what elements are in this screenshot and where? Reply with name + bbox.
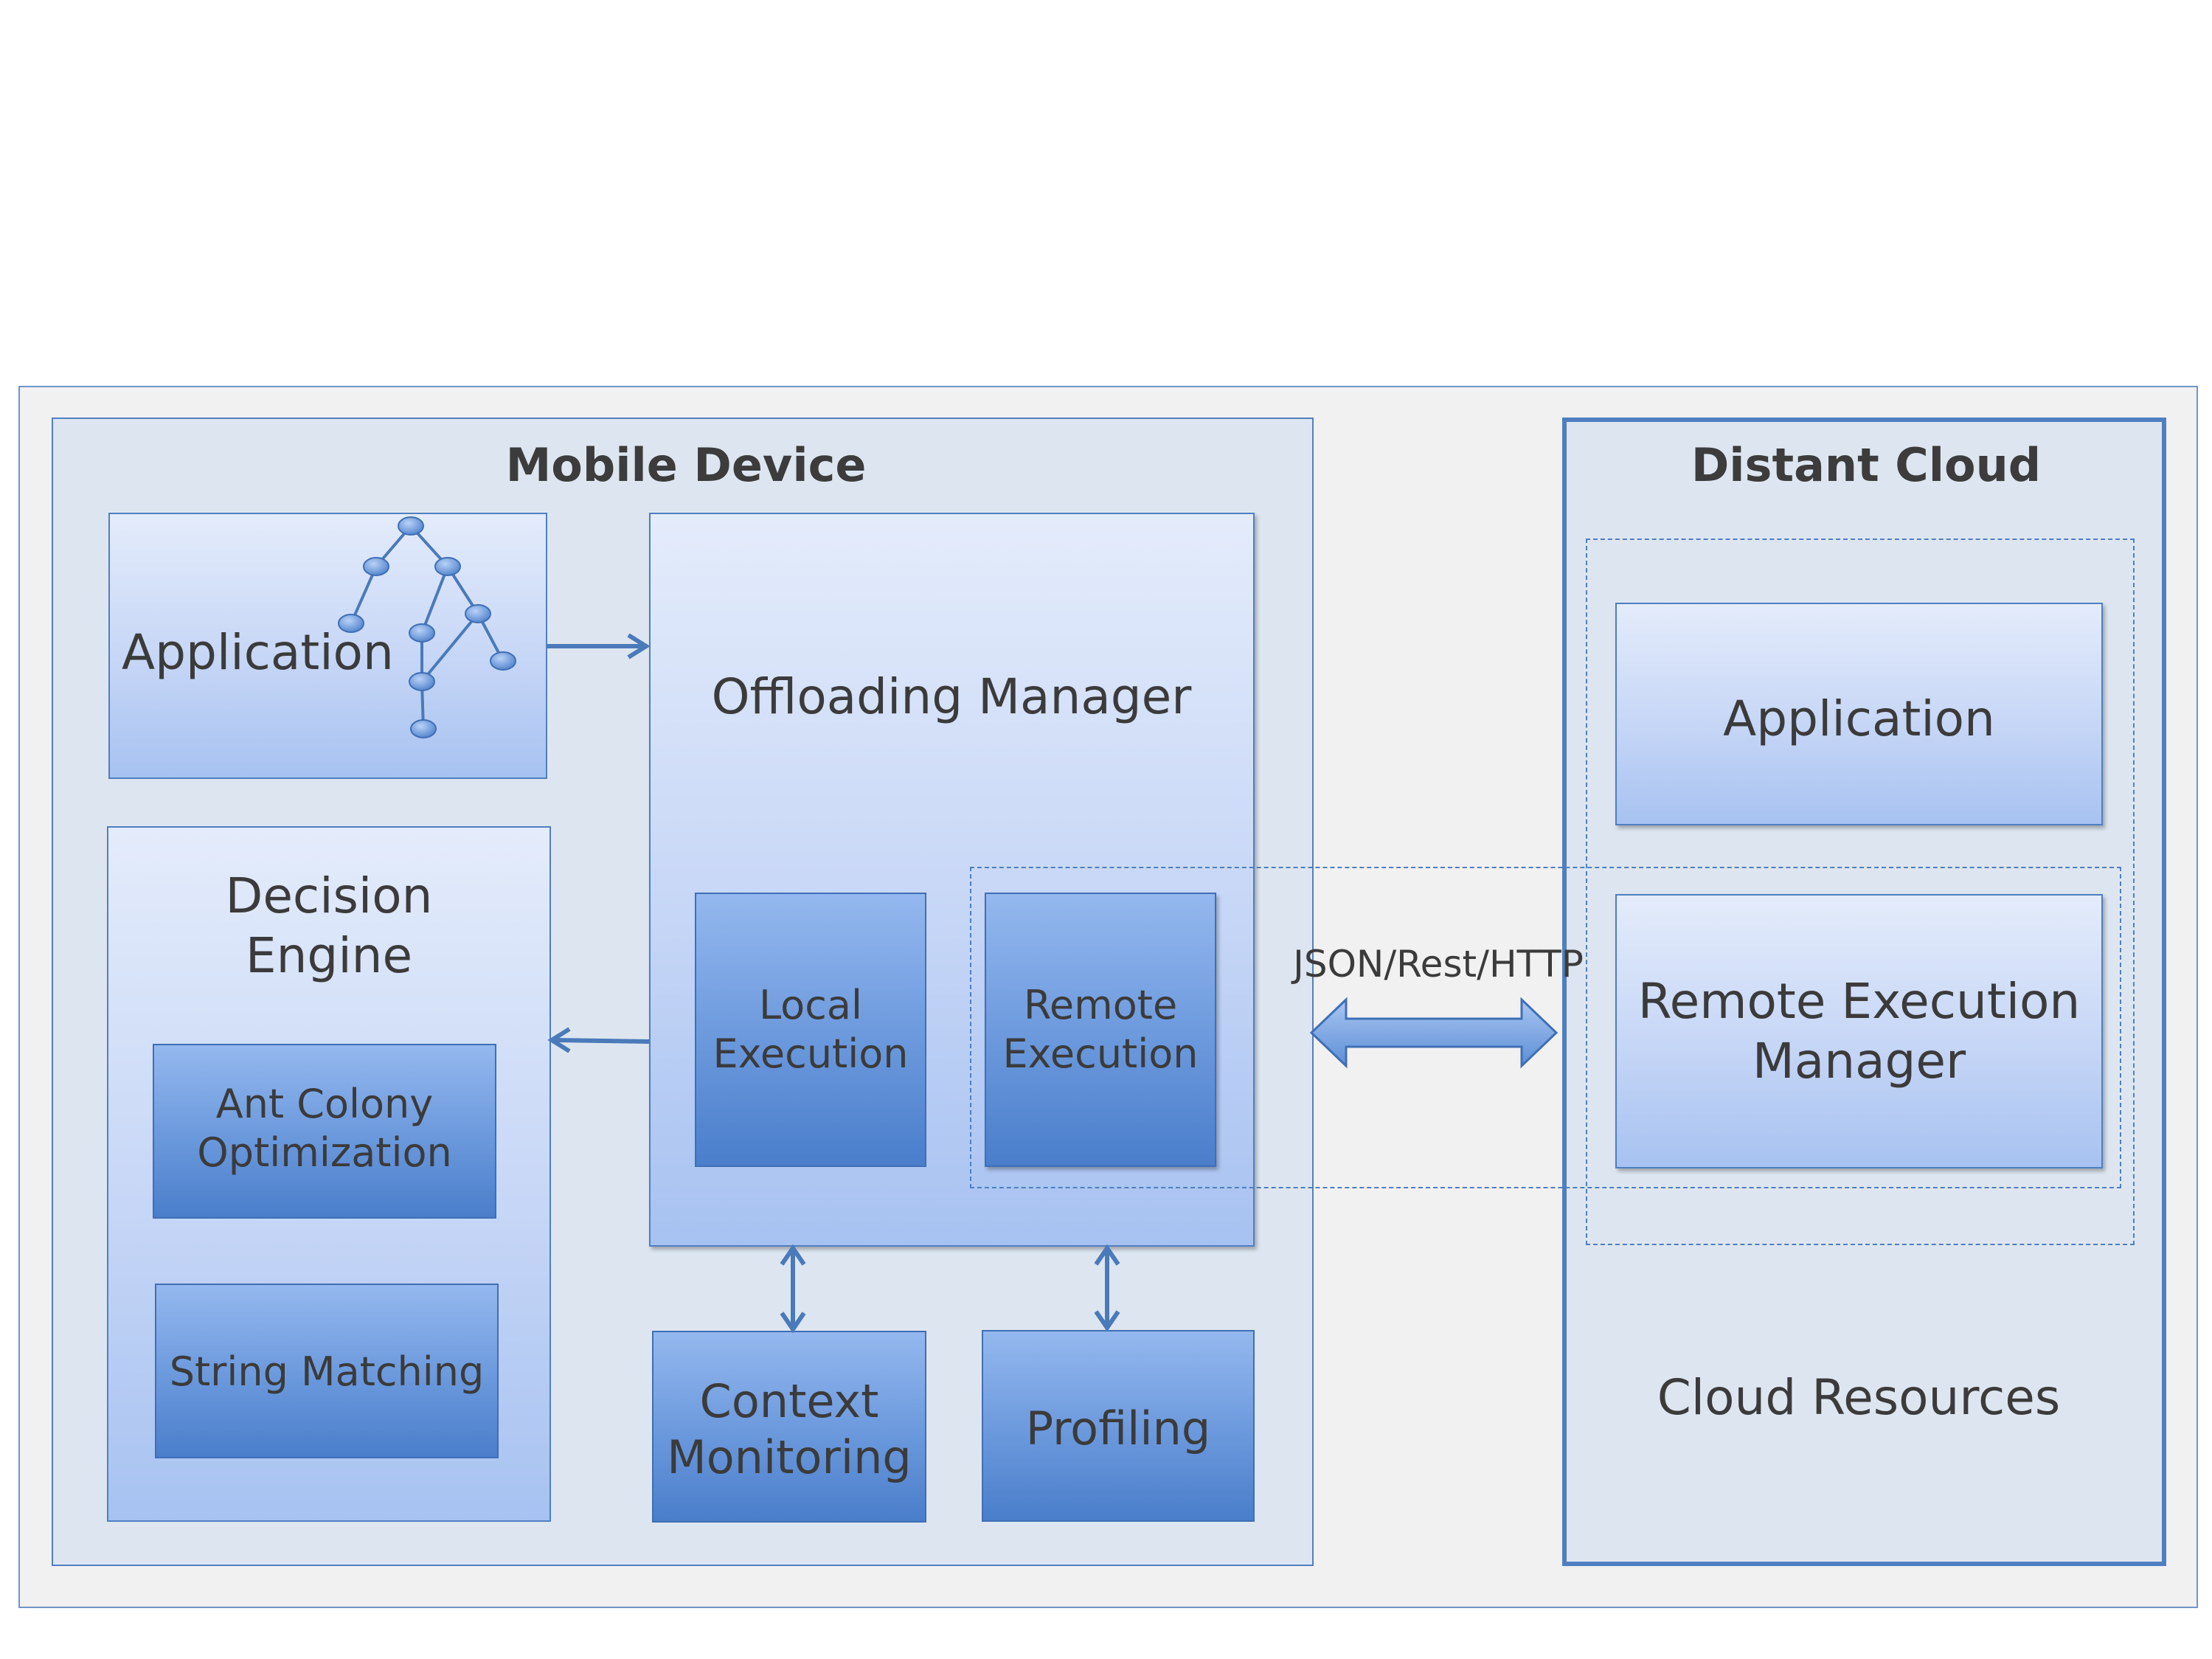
remote-execution-manager-label: Remote Execution Manager: [1615, 972, 2103, 1091]
mobile-application-label: Application: [122, 624, 394, 681]
remote-execution-label: Remote Execution: [985, 981, 1216, 1078]
protocol-label: JSON/Rest/HTTP: [1293, 943, 1584, 986]
local-execution-line-2: Execution: [713, 1030, 909, 1077]
cloud-application-label: Application: [1723, 690, 1995, 747]
remote-execution-line-1: Remote: [1023, 982, 1178, 1028]
profiling-box: [982, 1330, 1255, 1522]
cloud-resources-label: Cloud Resources: [1657, 1369, 2061, 1426]
remote-execution-manager-line-1: Remote Execution: [1637, 973, 2081, 1030]
ant-colony-box: [153, 1044, 496, 1219]
mobile-device-title: Mobile Device: [505, 438, 867, 492]
decision-engine-line-1: Decision: [225, 867, 433, 924]
local-execution-label: Local Execution: [695, 981, 926, 1078]
context-monitoring-label: Context Monitoring: [652, 1374, 926, 1485]
profiling-label: Profiling: [1025, 1402, 1211, 1455]
remote-execution-manager-box: [1615, 894, 2103, 1168]
context-monitoring-box: [652, 1331, 926, 1523]
ant-colony-label: Ant Colony Optimization: [153, 1080, 496, 1177]
remote-execution-line-2: Execution: [1002, 1030, 1199, 1077]
remote-execution-box: [985, 893, 1216, 1167]
decision-engine-line-2: Engine: [245, 927, 413, 984]
context-monitoring-line-1: Context: [699, 1374, 879, 1428]
distant-cloud-title: Distant Cloud: [1691, 438, 2042, 492]
ant-colony-line-1: Ant Colony: [215, 1081, 434, 1127]
remote-execution-manager-line-2: Manager: [1752, 1032, 1966, 1090]
string-matching-label: String Matching: [169, 1348, 485, 1395]
offloading-manager-label: Offloading Manager: [711, 668, 1192, 725]
ant-colony-line-2: Optimization: [197, 1129, 452, 1176]
cloud-application-box: [1615, 603, 2103, 825]
local-execution-box: [695, 893, 926, 1167]
decision-engine-label: Decision Engine: [107, 867, 551, 986]
context-monitoring-line-2: Monitoring: [667, 1430, 912, 1484]
local-execution-line-1: Local: [759, 982, 862, 1028]
string-matching-box: [155, 1284, 499, 1458]
